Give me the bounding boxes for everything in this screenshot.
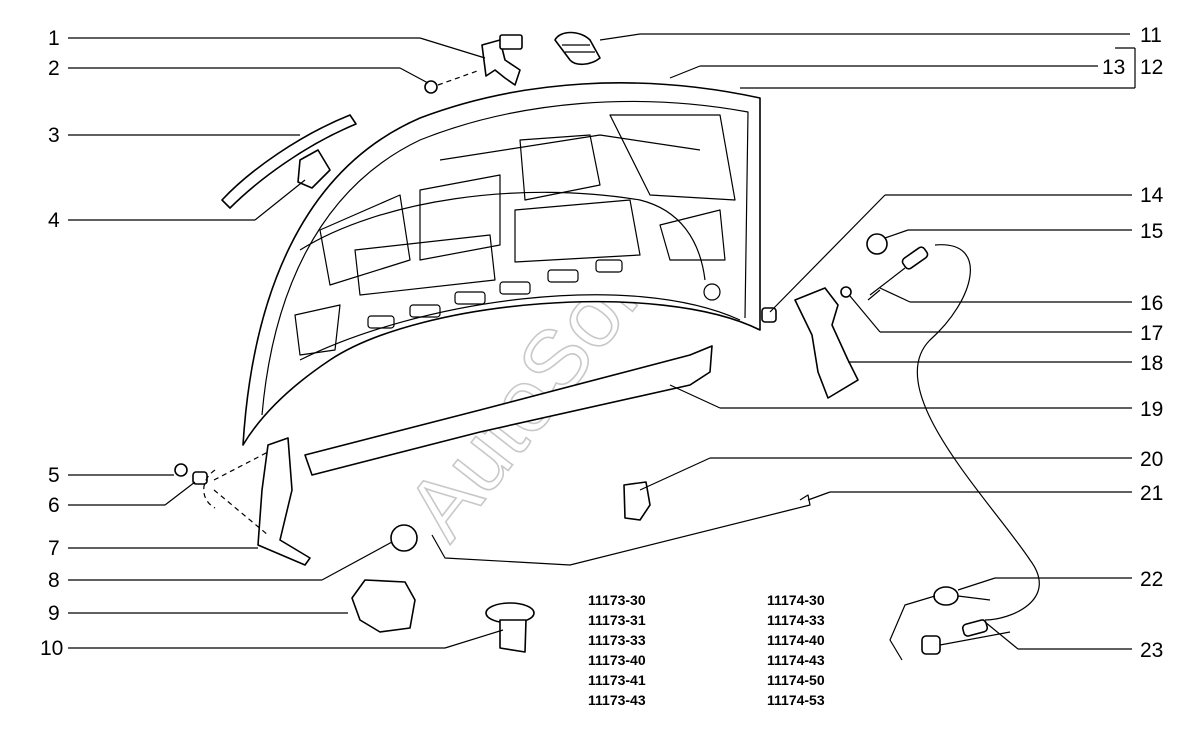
callout-11: 11 <box>1140 24 1162 47</box>
part-1-latch-bracket <box>481 34 523 86</box>
callout-14: 14 <box>1140 184 1164 207</box>
model-code: 11173-31 <box>588 612 646 628</box>
part-15-grommet <box>866 233 888 255</box>
callout-19: 19 <box>1140 398 1163 421</box>
hood-panel <box>242 82 761 446</box>
model-code: 11173-43 <box>588 692 646 708</box>
model-code: 11173-40 <box>588 652 646 668</box>
callout-15: 15 <box>1140 220 1163 243</box>
part-8-grommet <box>390 524 418 552</box>
callout-10: 10 <box>40 637 63 660</box>
callout-21: 21 <box>1140 482 1163 505</box>
callout-9: 9 <box>48 602 60 625</box>
model-code: 11174-53 <box>767 692 825 708</box>
callout-numbers-right: 11 13 12 14 15 16 17 18 19 20 21 22 23 <box>1102 24 1164 662</box>
part-4-clip <box>297 149 331 189</box>
callout-6: 6 <box>48 494 60 517</box>
part-14-bolt <box>761 307 777 323</box>
callout-2: 2 <box>48 57 60 80</box>
callout-16: 16 <box>1140 292 1163 315</box>
callout-5: 5 <box>48 464 60 487</box>
part-16-cable-end <box>867 246 929 301</box>
model-code: 11173-33 <box>588 632 646 648</box>
part-21-prop-rod <box>431 494 811 566</box>
model-code: 11174-30 <box>767 592 825 608</box>
callout-1: 1 <box>48 27 60 50</box>
part-20-clip <box>623 481 651 521</box>
part-17-washer <box>840 286 852 298</box>
callout-22: 22 <box>1140 568 1163 591</box>
part-18-release-handle <box>794 287 859 399</box>
part-7-support-bracket <box>257 437 311 566</box>
callout-12: 12 <box>1140 56 1163 79</box>
callout-8: 8 <box>48 569 60 592</box>
model-code: 11173-30 <box>588 592 646 608</box>
model-code: 11173-41 <box>588 672 646 688</box>
model-codes-col1: 11173-30 11173-31 11173-33 11173-40 1117… <box>588 592 646 708</box>
part-23-cable-lock <box>921 619 989 655</box>
part-10-bushing <box>485 602 535 653</box>
leader-lines <box>68 33 1136 650</box>
part-19-seal-beam <box>304 345 713 476</box>
callout-13: 13 <box>1102 56 1125 79</box>
part-3-seal-strip <box>221 114 357 209</box>
part-2-nut <box>424 80 438 94</box>
part-5-nut <box>174 463 188 477</box>
model-code: 11174-50 <box>767 672 825 688</box>
callout-7: 7 <box>48 537 60 560</box>
callout-17: 17 <box>1140 322 1163 345</box>
part-9-clamp <box>351 579 416 633</box>
callout-numbers-left: 1 2 3 4 5 6 7 8 9 10 <box>40 27 63 660</box>
callout-20: 20 <box>1140 448 1163 471</box>
callout-23: 23 <box>1140 639 1163 662</box>
release-cable <box>916 244 1040 621</box>
model-code: 11174-33 <box>767 612 825 628</box>
model-code: 11174-40 <box>767 632 825 648</box>
part-22-lock-spring <box>889 586 991 661</box>
part-11-bump-stop <box>554 31 601 66</box>
callout-4: 4 <box>48 209 60 232</box>
callout-18: 18 <box>1140 352 1163 375</box>
callout-3: 3 <box>48 124 60 147</box>
model-code: 11174-43 <box>767 652 825 668</box>
model-codes-col2: 11174-30 11174-33 11174-40 11174-43 1117… <box>767 592 825 708</box>
